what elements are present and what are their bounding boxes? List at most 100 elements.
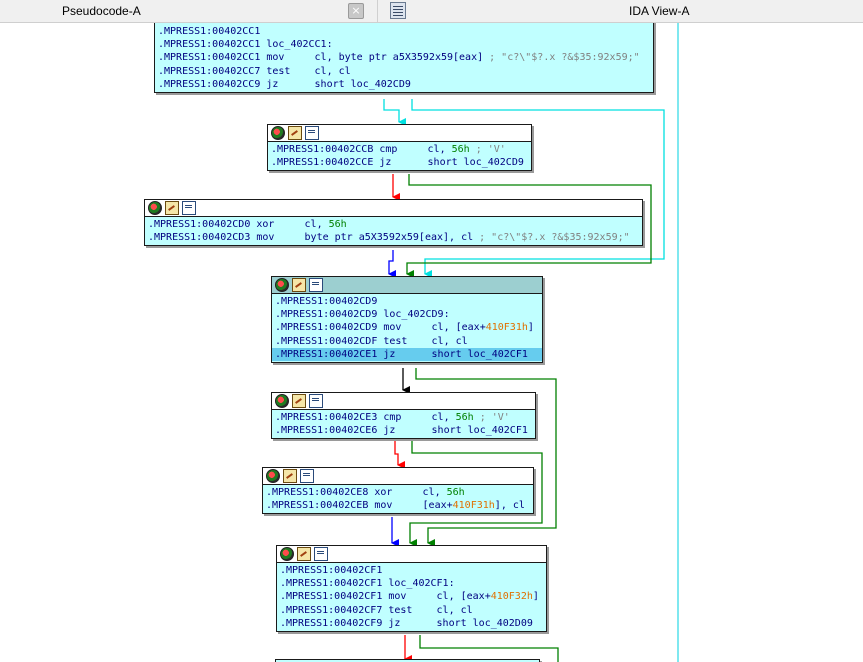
code-line[interactable]: .MPRESS1:00402CC1 mov cl, byte ptr a5X35…	[158, 51, 650, 64]
code-lines: .MPRESS1:00402CF1.MPRESS1:00402CF1 loc_4…	[277, 563, 546, 631]
code-line[interactable]: .MPRESS1:00402CF9 jz short loc_402D09	[280, 617, 543, 630]
edit-icon[interactable]	[292, 394, 306, 408]
code-block-next[interactable]	[275, 659, 540, 662]
code-line[interactable]: .MPRESS1:00402CF1 loc_402CF1:	[280, 577, 543, 590]
code-text: .MPRESS1:00402CC1	[158, 26, 261, 37]
code-line[interactable]: .MPRESS1:00402CF7 test cl, cl	[280, 604, 543, 617]
edit-icon[interactable]	[288, 126, 302, 140]
edit-icon[interactable]	[292, 278, 306, 292]
code-line[interactable]: .MPRESS1:00402CE6 jz short loc_402CF1	[275, 424, 532, 437]
color-icon[interactable]	[271, 126, 285, 140]
edge-n1-n3	[406, 174, 652, 278]
graph-icon[interactable]	[309, 394, 323, 408]
code-line[interactable]: .MPRESS1:00402CE3 cmp cl, 56h ; 'V'	[275, 411, 532, 424]
code-line[interactable]: .MPRESS1:00402CDF test cl, cl	[275, 335, 539, 348]
block-header	[263, 468, 533, 485]
code-text: .MPRESS1:00402CD3 mov byte ptr a5X3592x5…	[148, 232, 480, 244]
code-comment: ; "c?\"$?.x ?&$35:92x59;"	[479, 232, 630, 244]
tab-ida-view[interactable]: IDA View-A	[377, 0, 863, 22]
tab-bar: Pseudocode-A × IDA View-A	[0, 0, 863, 23]
edge-n4-n6	[409, 441, 543, 547]
block-header	[272, 393, 535, 410]
code-line[interactable]: .MPRESS1:00402CF1 mov cl, [eax+410F32h]	[280, 590, 543, 603]
tab-pseudocode[interactable]: Pseudocode-A ×	[0, 0, 375, 22]
code-operand-value: 56h	[455, 412, 474, 423]
code-lines: .MPRESS1:00402CE3 cmp cl, 56h ; 'V'.MPRE…	[272, 410, 535, 438]
code-text: .MPRESS1:00402CD0 xor cl,	[148, 219, 329, 230]
code-comment: ; "c?\"$?.x ?&$35:92x59;"	[489, 52, 640, 64]
block-header	[268, 125, 531, 142]
code-line[interactable]: .MPRESS1:00402CC9 jz short loc_402CD9	[158, 78, 650, 91]
code-lines: .MPRESS1:00402CD0 xor cl, 56h.MPRESS1:00…	[145, 217, 642, 245]
graph-icon[interactable]	[309, 278, 323, 292]
graph-edges	[383, 99, 665, 662]
code-text: .MPRESS1:00402CF1 mov cl, [eax+	[280, 591, 491, 603]
code-line[interactable]: .MPRESS1:00402CC1	[158, 25, 650, 38]
edge-n0-n1	[383, 99, 406, 126]
code-text: .MPRESS1:00402CD9 loc_402CD9:	[275, 309, 450, 321]
code-block-402CC1[interactable]: .MPRESS1:00402CC1 .MPRESS1:00402CC1 loc_4…	[154, 23, 654, 93]
code-line[interactable]: .MPRESS1:00402CD9	[275, 295, 539, 308]
code-line[interactable]: .MPRESS1:00402CC7 test cl, cl	[158, 65, 650, 78]
code-line[interactable]: .MPRESS1:00402CCE jz short loc_402CD9	[271, 156, 528, 169]
tab-pseudocode-label: Pseudocode-A	[62, 4, 141, 18]
code-text: .MPRESS1:00402CF1 loc_402CF1:	[280, 578, 455, 590]
code-line[interactable]: .MPRESS1:00402CEB mov [eax+410F31h], cl	[266, 499, 530, 512]
color-icon[interactable]	[266, 469, 280, 483]
close-icon[interactable]: ×	[348, 3, 364, 19]
code-text: .MPRESS1:00402CC7 test cl, cl	[158, 65, 351, 77]
code-block-402CD0[interactable]: .MPRESS1:00402CD0 xor cl, 56h.MPRESS1:00…	[144, 199, 643, 247]
edge-n2-n3	[388, 250, 396, 278]
code-line[interactable]: .MPRESS1:00402CC1 loc_402CC1:	[158, 38, 650, 51]
code-text: .MPRESS1:00402CF7 test cl, cl	[280, 604, 473, 616]
code-text: .MPRESS1:00402CEB mov [eax+	[266, 500, 453, 512]
code-text: .MPRESS1:00402CE3 cmp cl,	[275, 412, 456, 423]
code-comment: ; 'V'	[473, 412, 510, 423]
code-operand-value: 56h	[328, 219, 347, 230]
code-line[interactable]: .MPRESS1:00402CE8 xor cl, 56h	[266, 486, 530, 499]
code-line[interactable]: .MPRESS1:00402CD9 mov cl, [eax+410F31h]	[275, 321, 539, 334]
graph-icon[interactable]	[182, 201, 196, 215]
edge-n6-far	[419, 635, 559, 662]
edit-icon[interactable]	[297, 547, 311, 561]
code-text: .MPRESS1:00402CC1 loc_402CC1:	[158, 39, 333, 51]
color-icon[interactable]	[275, 278, 289, 292]
code-block-402CE3[interactable]: .MPRESS1:00402CE3 cmp cl, 56h ; 'V'.MPRE…	[271, 392, 536, 440]
graph-icon[interactable]	[300, 469, 314, 483]
block-header	[145, 200, 642, 217]
code-comment: ; 'V'	[469, 144, 506, 155]
code-operand-value: 56h	[451, 144, 470, 155]
code-line[interactable]: .MPRESS1:00402CD0 xor cl, 56h	[148, 218, 639, 231]
graph-icon[interactable]	[305, 126, 319, 140]
edge-n3-n6	[415, 368, 557, 547]
tab-ida-view-label: IDA View-A	[629, 4, 690, 18]
code-block-402CF1[interactable]: .MPRESS1:00402CF1.MPRESS1:00402CF1 loc_4…	[276, 545, 547, 632]
code-text: ]	[532, 591, 539, 603]
code-block-402CE8[interactable]: .MPRESS1:00402CE8 xor cl, 56h.MPRESS1:00…	[262, 467, 534, 515]
color-icon[interactable]	[280, 547, 294, 561]
code-lines: .MPRESS1:00402CCB cmp cl, 56h ; 'V'.MPRE…	[268, 142, 531, 170]
code-line[interactable]: .MPRESS1:00402CF1	[280, 564, 543, 577]
code-text: .MPRESS1:00402CD9 mov cl, [eax+	[275, 322, 486, 334]
code-lines: .MPRESS1:00402CE8 xor cl, 56h.MPRESS1:00…	[263, 485, 533, 513]
graph-view[interactable]: .MPRESS1:00402CC1 .MPRESS1:00402CC1 loc_4…	[0, 23, 863, 662]
code-text: .MPRESS1:00402CE6 jz short loc_402CF1	[275, 425, 528, 437]
edit-icon[interactable]	[283, 469, 297, 483]
code-line[interactable]: .MPRESS1:00402CD3 mov byte ptr a5X3592x5…	[148, 231, 639, 244]
color-icon[interactable]	[148, 201, 162, 215]
graph-icon[interactable]	[314, 547, 328, 561]
code-block-402CCB[interactable]: .MPRESS1:00402CCB cmp cl, 56h ; 'V'.MPRE…	[267, 124, 532, 172]
edit-icon[interactable]	[165, 201, 179, 215]
code-block-402CD9[interactable]: .MPRESS1:00402CD9 .MPRESS1:00402CD9 loc_4…	[271, 276, 543, 363]
code-text: .MPRESS1:00402CC1 mov cl, byte ptr a5X35…	[158, 52, 490, 64]
graph-border-line	[677, 23, 679, 662]
color-icon[interactable]	[275, 394, 289, 408]
code-operand-value: 410F31h	[452, 500, 495, 512]
code-line[interactable]: .MPRESS1:00402CD9 loc_402CD9:	[275, 308, 539, 321]
code-lines: .MPRESS1:00402CD9 .MPRESS1:00402CD9 loc_4…	[272, 294, 542, 362]
code-line[interactable]: .MPRESS1:00402CE1 jz short loc_402CF1	[272, 347, 542, 361]
code-line[interactable]: .MPRESS1:00402CCB cmp cl, 56h ; 'V'	[271, 143, 528, 156]
listing-icon	[390, 2, 406, 19]
code-text: ]	[527, 322, 534, 334]
code-text: .MPRESS1:00402CD9	[275, 296, 378, 307]
